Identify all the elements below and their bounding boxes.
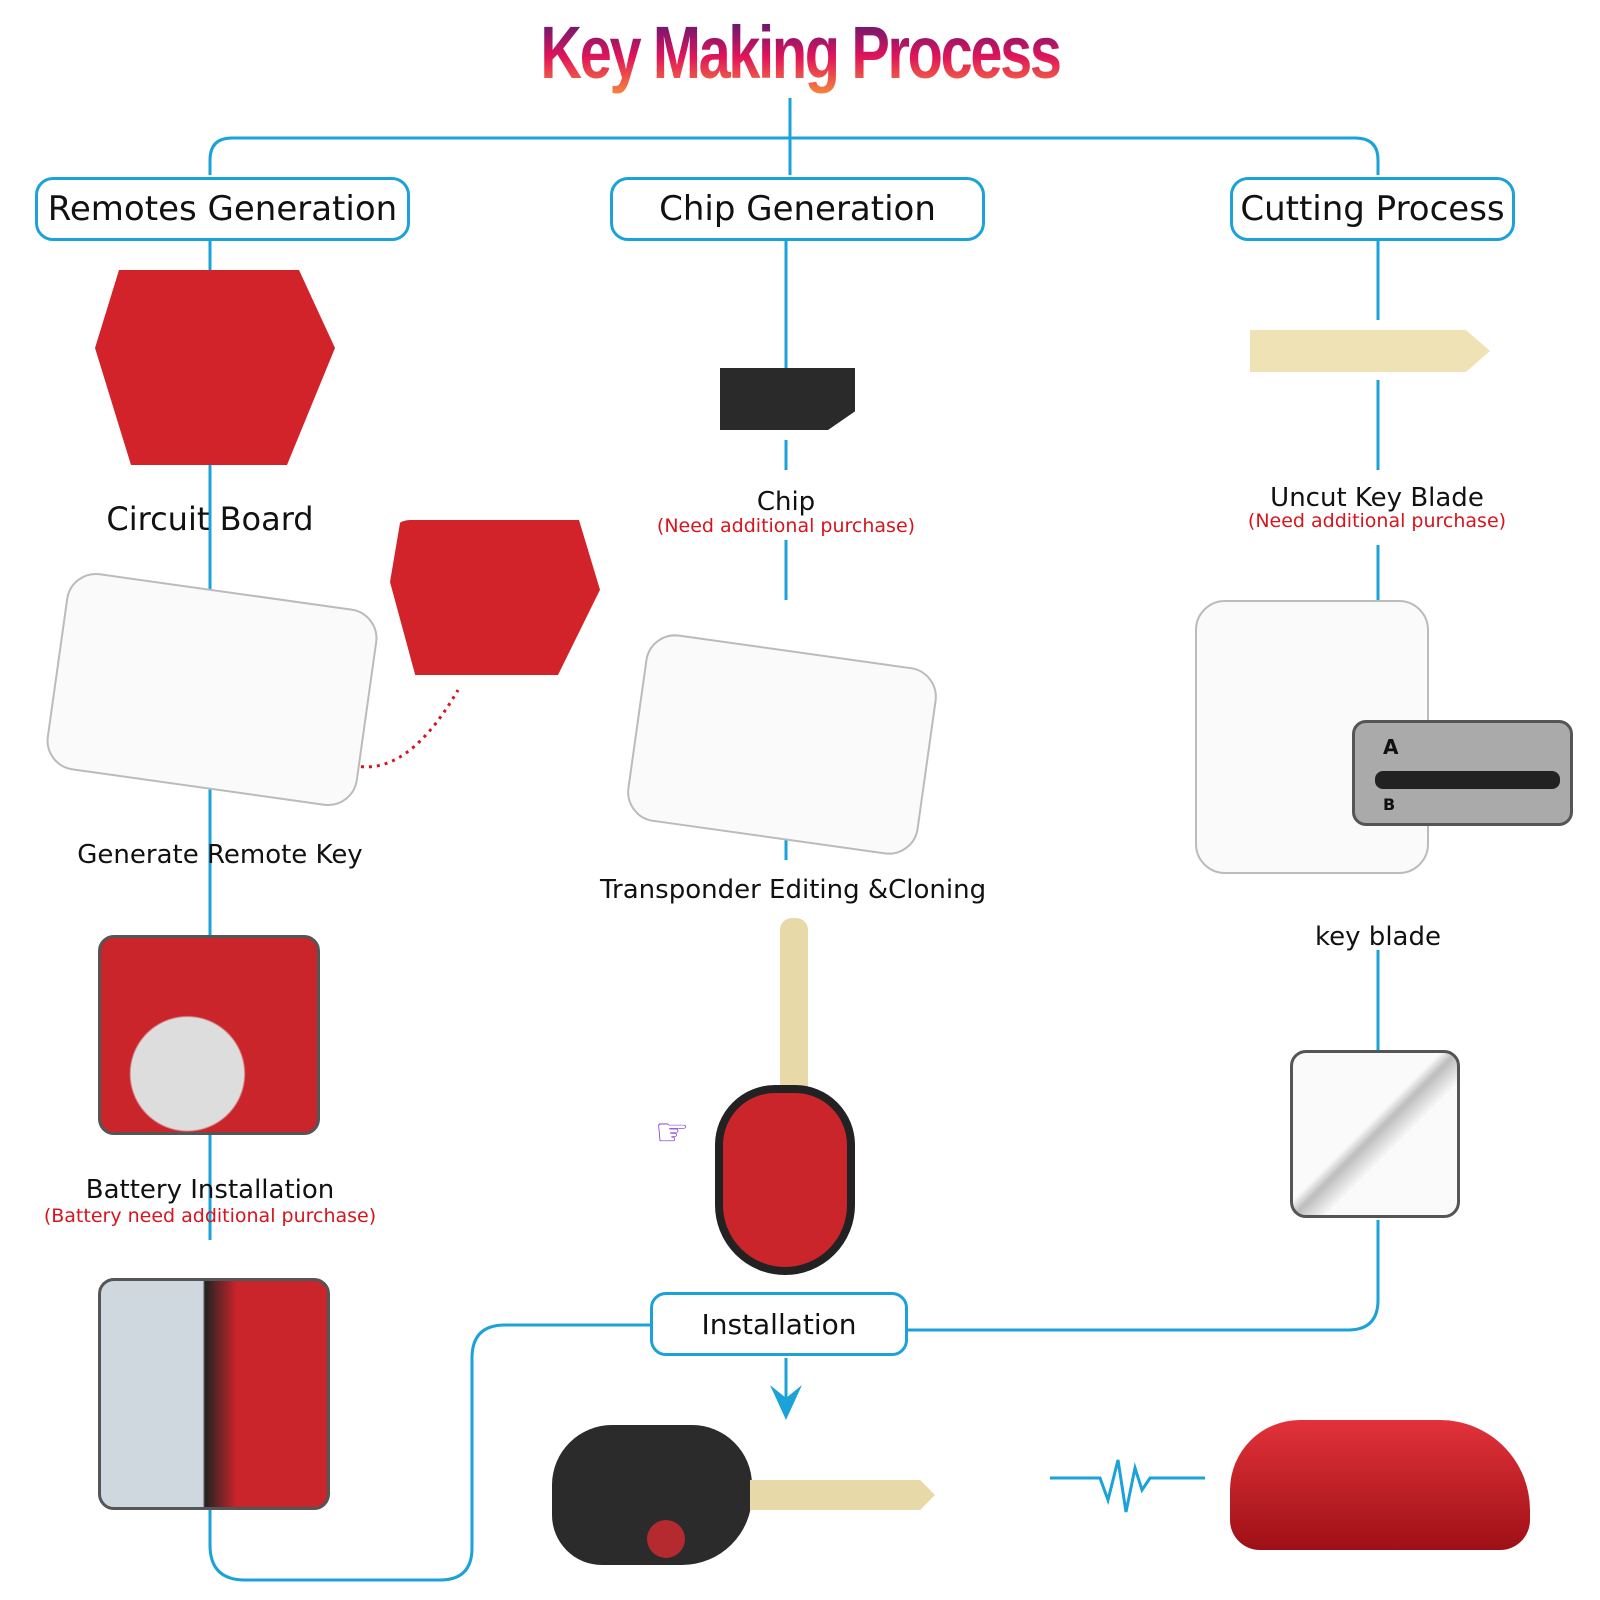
installation-step: Installation [650, 1292, 908, 1356]
circuit-board-label: Circuit Board [106, 500, 314, 538]
finished-remote-key-image [552, 1425, 752, 1565]
side-b-label: B [1383, 795, 1396, 814]
cut-profile [1375, 771, 1560, 789]
battery-board-image [390, 520, 600, 675]
remotes-generation-header: Remotes Generation [35, 177, 410, 241]
uncut-key-blade-label: Uncut Key Blade [1270, 483, 1484, 513]
battery-installation-label: Battery Installation [85, 1175, 335, 1205]
down-arrow-icon [770, 1385, 802, 1420]
key-head-pcb-image [715, 1085, 855, 1275]
battery-installation-photo [98, 935, 320, 1135]
header-label: Chip Generation [659, 189, 936, 229]
remote-shell-photo [98, 1278, 330, 1510]
chip-image [720, 368, 855, 430]
generate-remote-key-label: Generate Remote Key [77, 840, 363, 870]
installation-label: Installation [701, 1307, 857, 1341]
transponder-editing-label: Transponder Editing &Cloning [600, 875, 987, 905]
header-label: Remotes Generation [47, 189, 398, 229]
panic-button-icon [647, 1520, 685, 1558]
chip-generation-header: Chip Generation [610, 177, 985, 241]
cut-key-blade-photo [1290, 1050, 1460, 1218]
side-a-label: A [1383, 735, 1399, 759]
car-image [1230, 1420, 1530, 1550]
circuit-board-image [95, 270, 335, 465]
cutting-process-header: Cutting Process [1230, 177, 1515, 241]
uncut-key-blade-image [1250, 330, 1490, 372]
cloning-device-image [623, 630, 941, 859]
header-label: Cutting Process [1240, 189, 1505, 229]
chip-label: Chip [756, 487, 816, 517]
chip-note: (Need additional purchase) [656, 515, 916, 537]
page-title: Key Making Process [176, 10, 1424, 95]
battery-note: (Battery need additional purchase) [43, 1205, 377, 1227]
uncut-key-blade-note: (Need additional purchase) [1247, 510, 1507, 532]
pointing-hand-icon: ☞ [655, 1110, 690, 1154]
key-blade-label: key blade [1315, 922, 1441, 952]
key-blade-image [780, 918, 808, 1098]
blade-cut-chart: A B [1352, 720, 1573, 826]
finished-key-blade-image [750, 1480, 935, 1510]
